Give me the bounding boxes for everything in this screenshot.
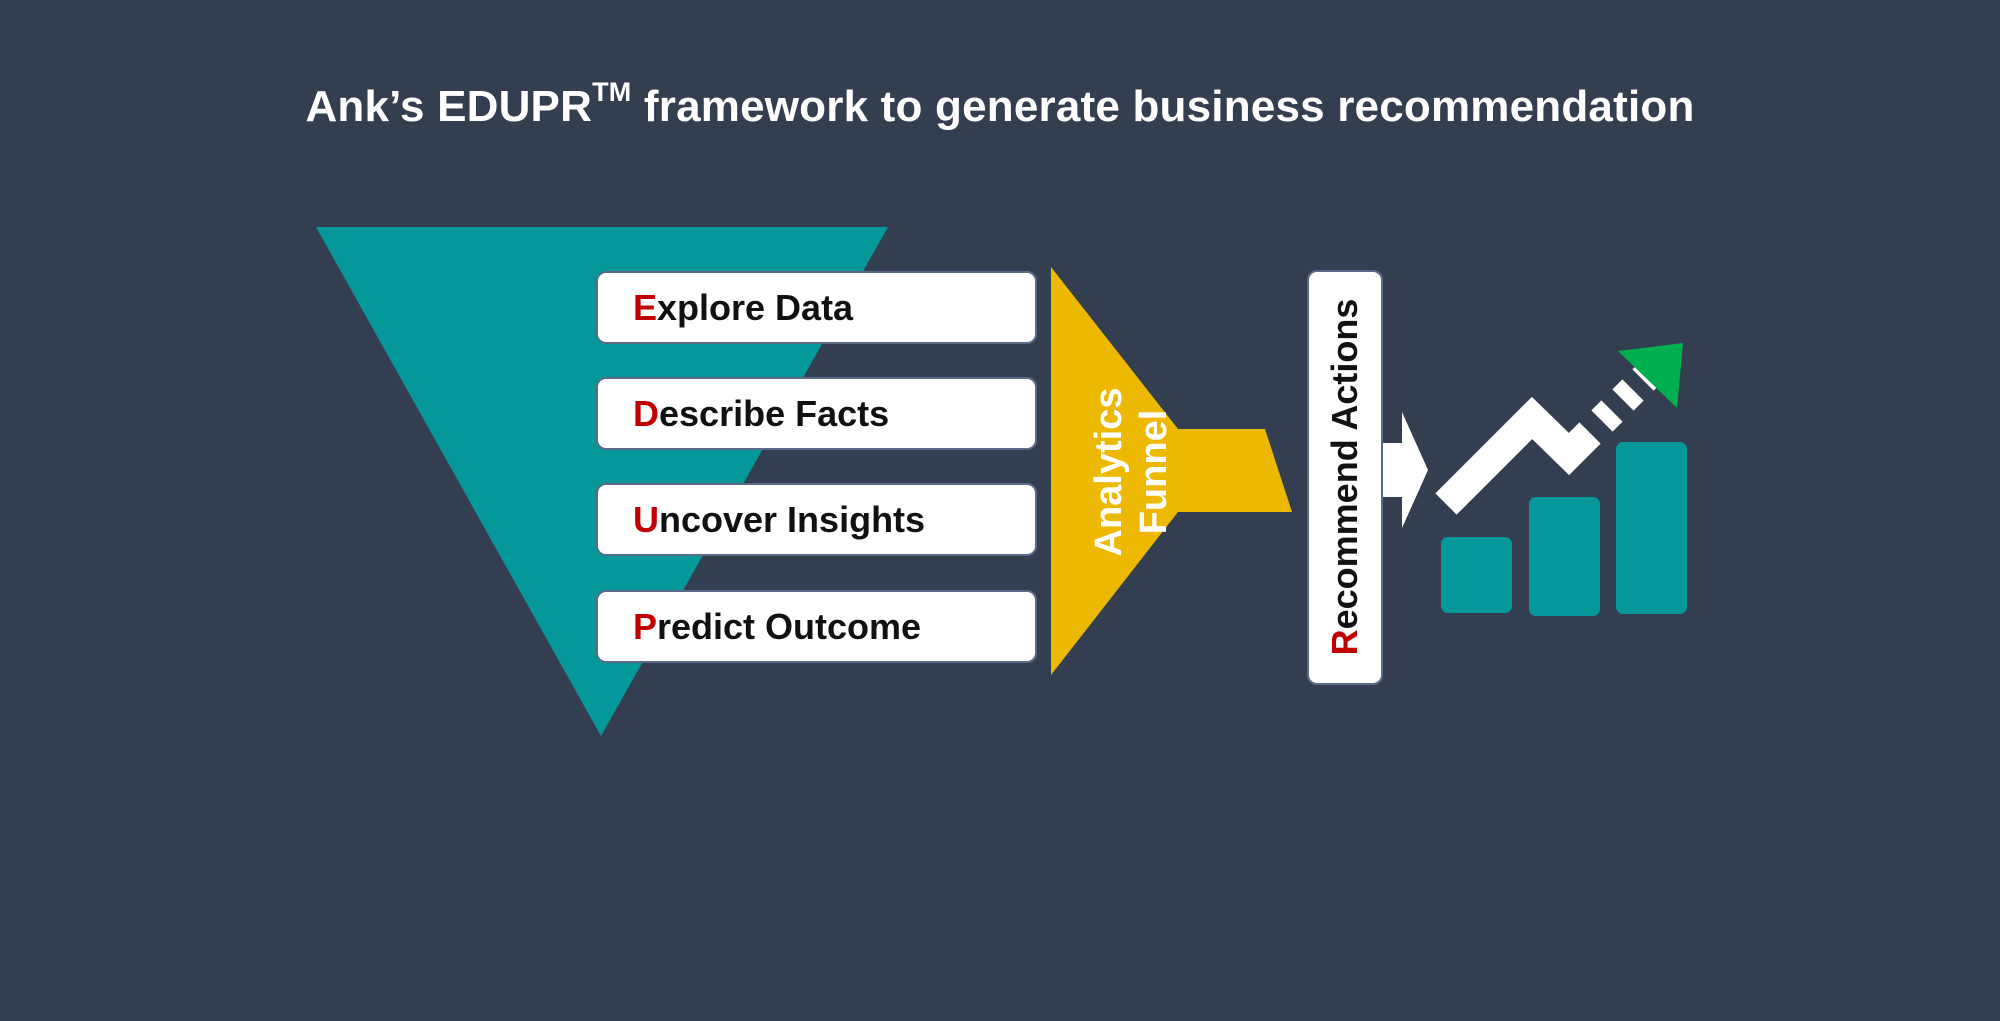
step-initial: D — [633, 392, 659, 434]
growth-bar-small — [1441, 537, 1512, 613]
funnel-label-line2: Funnel — [1133, 409, 1175, 535]
step-initial: P — [633, 605, 658, 647]
recommend-rest: ecommend Actions — [1324, 298, 1365, 630]
growth-bar-medium — [1529, 497, 1600, 616]
growth-arrow-head — [1618, 343, 1683, 408]
title-superscript: TM — [592, 77, 632, 107]
growth-bar-large — [1616, 442, 1687, 614]
step-label: ncover Insights — [659, 498, 926, 540]
teal-inverted-triangle — [316, 227, 888, 736]
step-label: escribe Facts — [659, 392, 890, 434]
growth-trend-line — [1435, 396, 1601, 515]
growth-trend-dash-1 — [1591, 400, 1623, 432]
step-label: xplore Data — [657, 286, 854, 328]
step-initial: E — [633, 286, 658, 328]
title-text-after: framework to generate business recommend… — [631, 82, 1695, 131]
recommend-initial: R — [1324, 629, 1365, 656]
analytics-funnel-label: Analytics Funnel — [1087, 388, 1177, 557]
growth-trend-dash-2 — [1612, 379, 1644, 411]
step-initial: U — [633, 498, 659, 540]
title-text-before: Ank’s EDUPR — [305, 82, 593, 131]
funnel-label-line1: Analytics — [1088, 387, 1130, 557]
step-label: redict Outcome — [657, 605, 922, 647]
recommend-actions-label: Recommend Actions — [1324, 299, 1366, 656]
growth-chart-icon — [1435, 343, 1687, 616]
analytics-funnel-shape — [1051, 267, 1292, 675]
recommend-actions-box — [1307, 270, 1383, 685]
recommend-arrow — [1383, 412, 1428, 528]
diagram-title: Ank’s EDUPRTM framework to generate busi… — [0, 79, 2000, 132]
